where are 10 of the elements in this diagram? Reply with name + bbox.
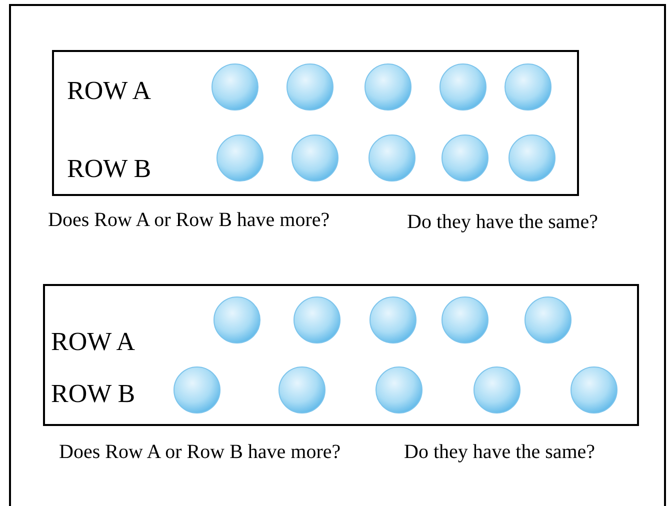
question-text: Does Row A or Row B have more?: [59, 442, 341, 462]
row-label: ROW A: [67, 78, 152, 104]
question-text: Do they have the same?: [404, 442, 596, 462]
row-box: [52, 50, 579, 196]
question-text: Do they have the same?: [407, 212, 598, 232]
row-label: ROW B: [51, 381, 136, 407]
question-text: Does Row A or Row B have more?: [48, 210, 330, 230]
row-label: ROW B: [67, 156, 152, 182]
row-box: [43, 284, 639, 426]
row-label: ROW A: [51, 329, 136, 355]
